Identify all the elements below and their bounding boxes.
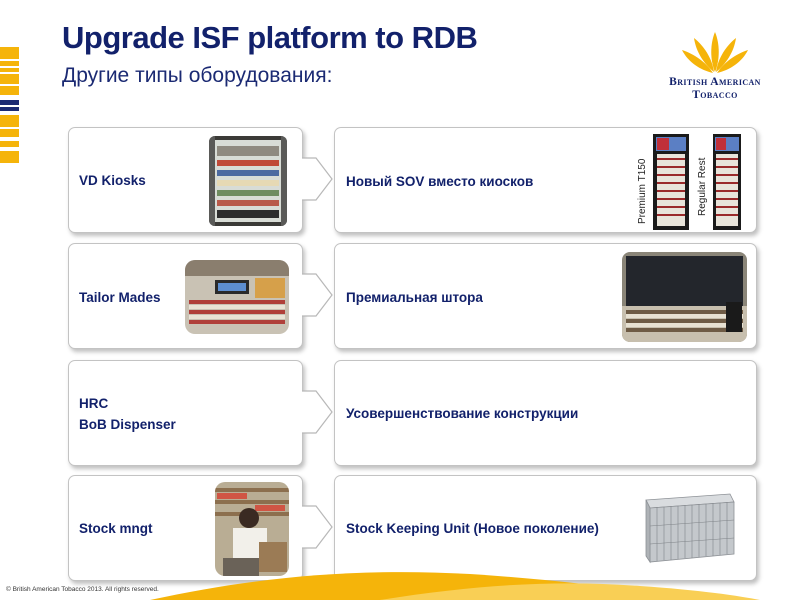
kiosk-photo <box>209 136 287 226</box>
row-hrc-bob: HRC BoB Dispenser Усовершенствование кон… <box>68 360 758 468</box>
right-box: Новый SOV вместо киосков Premium T150 Re… <box>334 127 757 233</box>
chevron-right-icon <box>302 273 333 317</box>
premium-curtain-photo <box>622 252 747 342</box>
right-box: Премиальная штора <box>334 243 757 349</box>
left-box: HRC BoB Dispenser <box>68 360 303 466</box>
left-box: Tailor Mades <box>68 243 303 349</box>
bat-leaf-logo-icon <box>682 32 748 73</box>
page-subtitle: Другие типы оборудования: <box>62 64 333 87</box>
left-box-label-line1: HRC <box>79 396 109 411</box>
sov-regular-label: Regular Rest <box>697 157 708 216</box>
chevron-right-icon <box>302 505 333 549</box>
tailor-mades-photo <box>185 260 289 334</box>
logo-text-line2: Tobacco <box>692 89 738 101</box>
sov-regular-unit-image <box>713 134 741 230</box>
row-vd-kiosks: VD Kiosks Новы <box>68 127 758 235</box>
left-box-label: VD Kiosks <box>79 173 146 188</box>
left-edge-stripes <box>0 47 19 177</box>
row-tailor-mades: Tailor Mades Премиальная штора <box>68 243 758 351</box>
page-title: Upgrade ISF platform to RDB <box>62 20 478 55</box>
left-box: VD Kiosks <box>68 127 303 233</box>
sku-unit-image <box>645 493 735 564</box>
logo-text-line1: British American <box>669 76 761 88</box>
chevron-right-icon <box>302 390 333 434</box>
sov-premium-unit-image <box>653 134 689 230</box>
row-stock-mngt: Stock mngt Stock Keeping Unit (Новое пок… <box>68 475 758 583</box>
footer-swoosh <box>150 572 760 600</box>
right-box: Усовершенствование конструкции <box>334 360 757 466</box>
copyright-text: © British American Tobacco 2013. All rig… <box>6 586 159 593</box>
left-box-label: Tailor Mades <box>79 290 161 305</box>
left-box-label-line2: BoB Dispenser <box>79 417 176 432</box>
sov-premium-label: Premium T150 <box>637 158 648 224</box>
left-box-label: Stock mngt <box>79 521 153 536</box>
right-box-label: Новый SOV вместо киосков <box>346 174 534 189</box>
stock-mngt-photo <box>215 482 289 576</box>
left-box: Stock mngt <box>68 475 303 581</box>
right-box-label: Stock Keeping Unit (Новое поколение) <box>346 521 599 536</box>
bat-logo: British American Tobacco <box>650 30 780 102</box>
right-box-label: Премиальная штора <box>346 290 483 305</box>
chevron-right-icon <box>302 157 333 201</box>
right-box: Stock Keeping Unit (Новое поколение) <box>334 475 757 581</box>
right-box-label: Усовершенствование конструкции <box>346 406 579 421</box>
